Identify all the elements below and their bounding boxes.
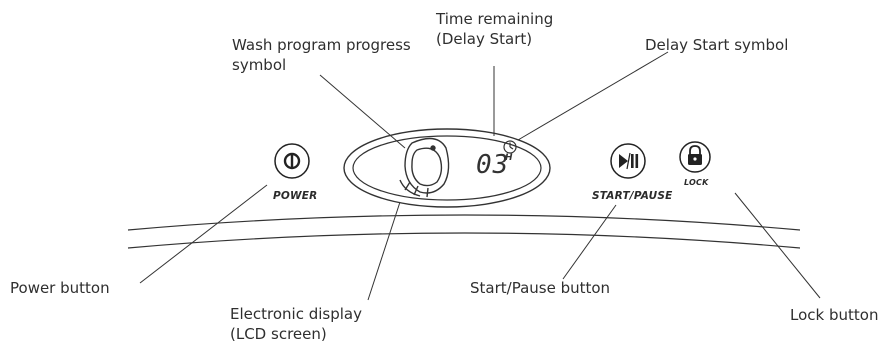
lock-button[interactable] <box>679 141 711 173</box>
callout-lock-button: Lock button <box>790 306 879 324</box>
electronic-display <box>343 128 551 208</box>
power-icon <box>283 152 301 170</box>
callout-electronic-display: Electronic display (LCD screen) <box>230 305 362 343</box>
power-button[interactable] <box>274 143 310 179</box>
panel-edge-lower <box>127 232 801 249</box>
lcd-hour-unit: H <box>505 153 513 163</box>
power-label: POWER <box>273 190 318 202</box>
callout-time-remaining: Time remaining (Delay Start) <box>436 10 554 48</box>
panel-edge-upper <box>127 214 801 231</box>
callout-delay-start-symbol: Delay Start symbol <box>645 36 789 54</box>
start-pause-button[interactable] <box>610 143 646 179</box>
start-pause-label: START/PAUSE <box>592 190 673 202</box>
callout-power-button: Power button <box>10 279 110 297</box>
wash-progress-icon <box>399 137 450 198</box>
callout-wash-program: Wash program progress symbol <box>232 36 411 74</box>
play-pause-icon <box>619 152 639 170</box>
leader-lines <box>139 51 821 301</box>
lcd-time-digits: 03 <box>476 150 510 180</box>
padlock-icon <box>688 145 702 165</box>
callout-start-pause-button: Start/Pause button <box>470 279 611 297</box>
lock-label: LOCK <box>684 178 709 187</box>
timer-icon <box>503 140 517 154</box>
